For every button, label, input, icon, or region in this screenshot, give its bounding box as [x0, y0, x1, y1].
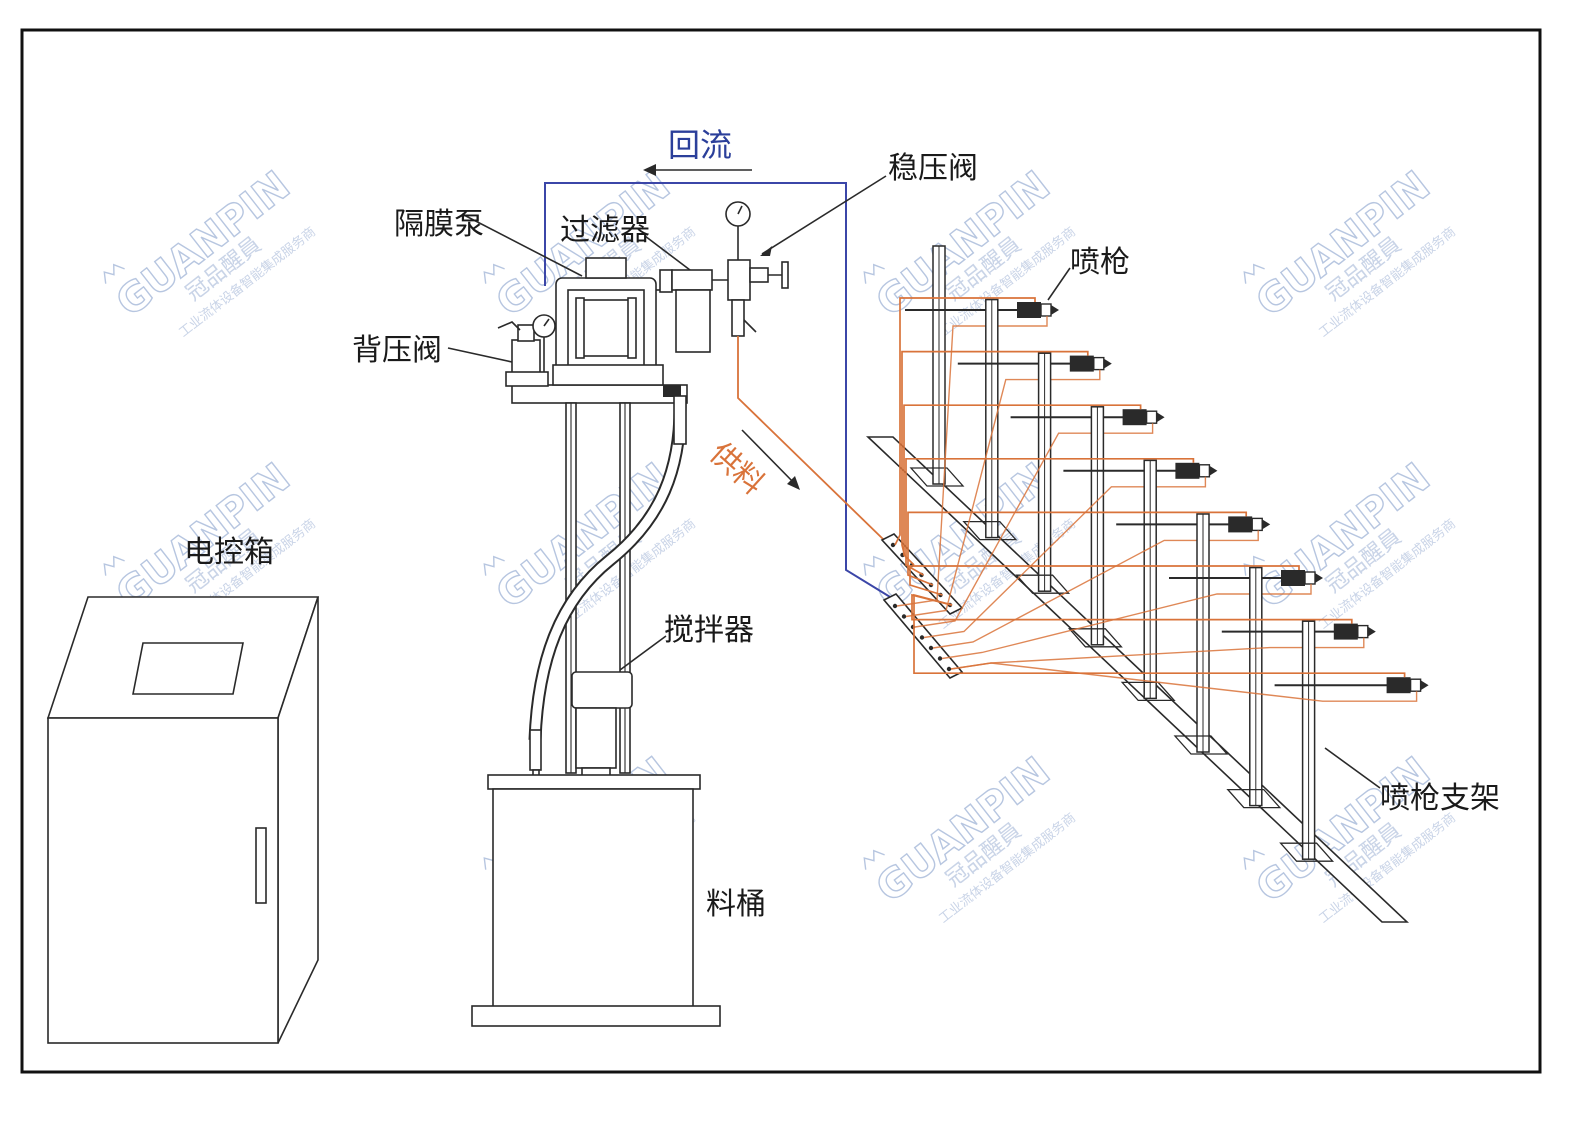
- spray-gun-icon: [1333, 623, 1376, 640]
- watermark-crown-icon: [863, 263, 885, 284]
- material-barrel-label: 料桶: [706, 887, 766, 922]
- watermark-brand: GUANPIN: [868, 163, 1059, 326]
- back-pressure-valve-label: 背压阀: [352, 333, 442, 368]
- gun-supply-hose: [909, 565, 1300, 596]
- control-box: [46, 596, 320, 1044]
- rack-post-footing: [962, 520, 1018, 541]
- filter-label: 过滤器: [560, 213, 650, 248]
- watermark-crown-icon: [863, 555, 885, 576]
- spray-gun-icon: [1281, 570, 1323, 586]
- rack-post-footing: [909, 467, 965, 487]
- back-pressure-valve: [497, 314, 556, 387]
- rack-post-footing: [1067, 628, 1123, 648]
- gun-supply-hose: [901, 350, 1089, 556]
- return-flow-label: 回流: [668, 126, 732, 164]
- supply-label: 供料: [703, 436, 771, 502]
- manifold-port: [919, 635, 925, 640]
- manifold-port: [937, 656, 943, 661]
- cabinet-handle: [255, 827, 267, 904]
- manifold-port: [946, 666, 952, 672]
- gun-return-hose: [923, 476, 1207, 639]
- spray-gun-label: 喷枪: [1070, 245, 1130, 280]
- agitator-label: 搅拌器: [664, 613, 754, 648]
- watermark-crown-icon: [483, 555, 505, 576]
- supply-line: [737, 336, 885, 541]
- gun-supply-hose: [905, 457, 1195, 576]
- watermark-crown-icon: [103, 263, 125, 284]
- return-flow-arrow-icon: [643, 164, 752, 176]
- manifold-port: [928, 645, 934, 651]
- filter: [671, 269, 736, 353]
- leader-lines: [447, 175, 1381, 789]
- pressure-regulator: [725, 201, 789, 337]
- control-box-label: 电控箱: [184, 535, 274, 570]
- gun-supply-hose: [907, 511, 1248, 586]
- diaphragm-pump: [552, 257, 681, 397]
- gun-return-hose: [950, 662, 1418, 702]
- spray-gun-stand: [865, 245, 1429, 923]
- gun-return-hose: [932, 530, 1259, 649]
- rack-post-footing: [1226, 788, 1282, 809]
- watermark-crown-icon: [863, 849, 885, 870]
- spray-gun-icon: [1228, 516, 1271, 533]
- control-panel-screen: [132, 642, 244, 695]
- gun-return-hose: [914, 423, 1154, 628]
- pressure-regulator-label: 稳压阀: [888, 151, 978, 186]
- rack-post-footing: [1015, 574, 1071, 594]
- spray-gun-icon: [1386, 677, 1429, 694]
- diaphragm-pump-label: 隔膜泵: [394, 207, 484, 242]
- watermark-crown-icon: [1243, 849, 1265, 870]
- manifold-port: [901, 614, 907, 619]
- manifold-port: [890, 542, 896, 548]
- watermark-crown-icon: [103, 555, 125, 576]
- spray-gun-icon: [1017, 302, 1059, 318]
- watermark-brand: GUANPIN: [1248, 163, 1439, 326]
- gun-return-hose: [905, 369, 1101, 618]
- watermark-brand: GUANPIN: [868, 749, 1059, 912]
- rack-post-footing: [1173, 735, 1229, 755]
- gun-supply-hose: [913, 593, 1406, 678]
- material-barrel: [471, 774, 721, 1027]
- outer-border: [20, 28, 1542, 1074]
- gun-supply-hose: [894, 297, 1036, 546]
- watermark-crown-icon: [1243, 263, 1265, 284]
- spray-gun-icon: [1175, 462, 1218, 479]
- gun-return-hose: [941, 584, 1312, 660]
- supply-arrow-icon: [741, 429, 800, 490]
- watermark-brand: GUANPIN: [1248, 749, 1439, 912]
- spray-gun-icon: [1122, 409, 1165, 426]
- return-flow-line: [544, 182, 896, 601]
- watermark-crown-icon: [483, 263, 505, 284]
- gun-stand-label: 喷枪支架: [1380, 781, 1500, 816]
- rack-post-footing: [1279, 842, 1335, 862]
- spray-gun-icon: [1069, 355, 1112, 372]
- watermark-brand: GUANPIN: [108, 163, 299, 326]
- gun-return-hose: [896, 316, 1048, 607]
- manifold-port: [892, 603, 898, 609]
- rack-post-footing: [1120, 681, 1176, 702]
